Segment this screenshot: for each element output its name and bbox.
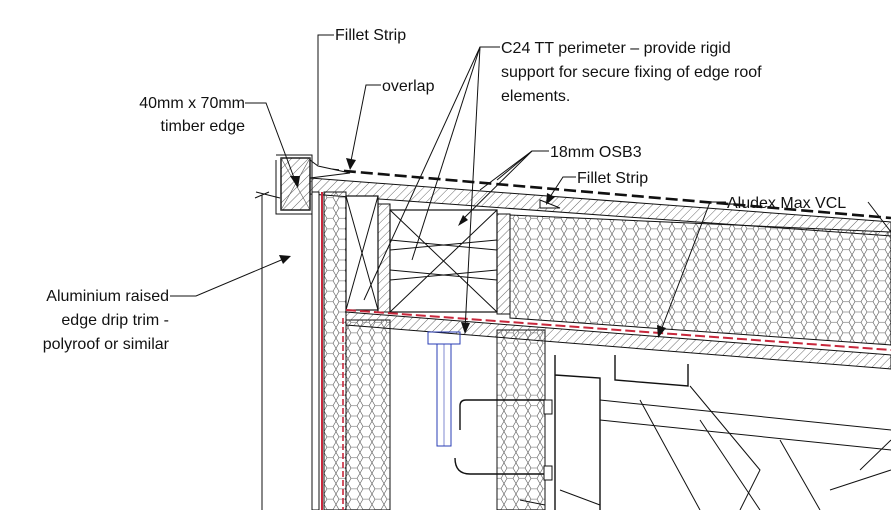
label-timber-edge-line2: timber edge [161, 118, 246, 135]
wall-facing [311, 191, 347, 510]
ceiling-board [345, 309, 891, 370]
label-drip-line2: edge drip trim - [61, 312, 169, 329]
dimension-line [254, 191, 281, 510]
label-osb: 18mm OSB3 [550, 144, 642, 161]
label-c24-line2: support for secure fixing of edge roof [501, 64, 762, 81]
label-drip-line3: polyroof or similar [43, 336, 170, 353]
label-vcl: Aludex Max VCL [727, 195, 846, 212]
wall-insulation-left [345, 319, 391, 510]
label-c24-line1: C24 TT perimeter – provide rigid [501, 40, 731, 57]
label-c24-line3: elements. [501, 88, 570, 105]
label-fillet-strip-top: Fillet Strip [335, 27, 406, 44]
roof-insulation [509, 214, 891, 346]
label-overlap: overlap [382, 78, 435, 95]
fillet-strip-deck [539, 199, 561, 209]
fillet-strip-edge [309, 159, 351, 179]
label-drip-line1: Aluminium raised [46, 288, 169, 305]
waterproof-membrane-line [309, 166, 891, 220]
wall-insulation-right [496, 329, 546, 510]
fixing-bolt [427, 331, 461, 447]
label-timber-edge-line1: 40mm x 70mm [139, 95, 245, 112]
leader-lines [170, 34, 891, 338]
lower-frame [519, 355, 891, 510]
c24-perimeter-timbers [345, 195, 511, 315]
wall-brackets [454, 399, 553, 481]
label-fillet-strip-right: Fillet Strip [577, 170, 648, 187]
